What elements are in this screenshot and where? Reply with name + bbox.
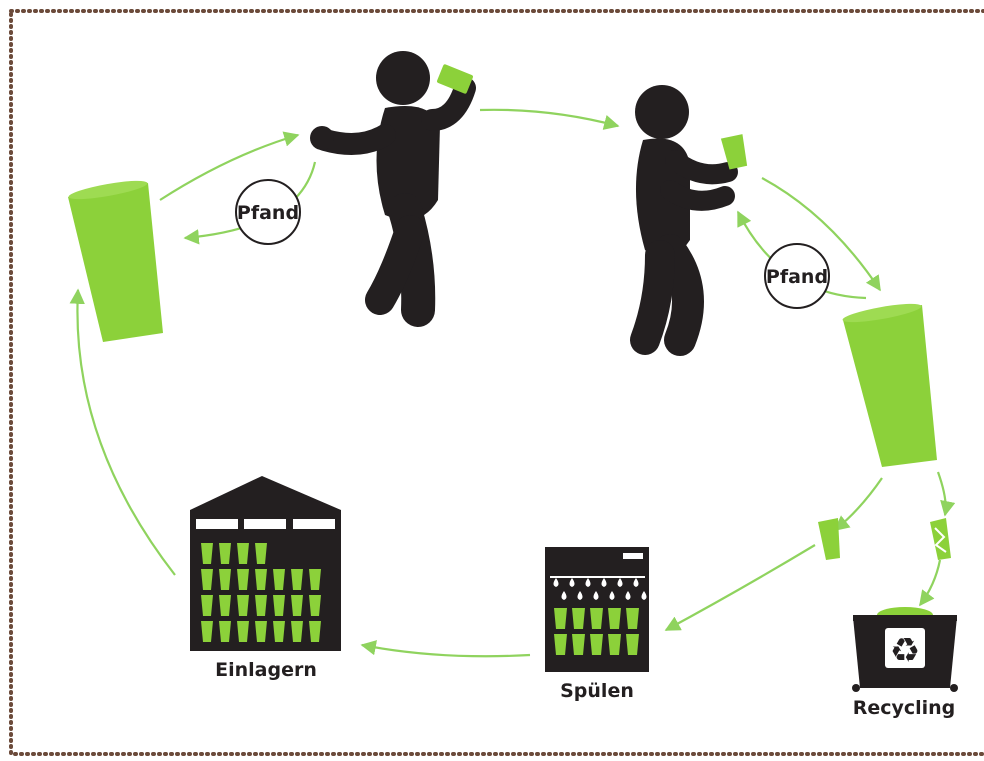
grid-cup bbox=[572, 608, 585, 629]
grid-cup bbox=[291, 595, 303, 616]
grid-cup bbox=[608, 634, 621, 655]
spuelen-label: Spülen bbox=[560, 680, 634, 702]
water-drop bbox=[577, 591, 583, 600]
warehouse-icon bbox=[190, 476, 341, 651]
arrow-holder-to-return-cup bbox=[761, 177, 881, 292]
arrow-drinker-to-holder bbox=[479, 108, 620, 130]
grid-cup bbox=[201, 543, 213, 564]
dotted-border bbox=[9, 9, 984, 756]
arrow-spuelen-to-einlagern bbox=[360, 640, 531, 658]
grid-cup bbox=[572, 634, 585, 655]
grid-cup bbox=[219, 595, 231, 616]
recycling-label: Recycling bbox=[853, 697, 956, 719]
drinking-person-icon bbox=[310, 51, 476, 327]
svg-text:♻: ♻ bbox=[890, 631, 920, 671]
cup-in-hand-left bbox=[437, 64, 473, 94]
grid-cup bbox=[219, 569, 231, 590]
grid-cup bbox=[590, 634, 603, 655]
arrow-cup-to-small-cup bbox=[833, 477, 883, 531]
pfand-badge-left: Pfand bbox=[235, 179, 301, 245]
grid-cup bbox=[309, 569, 321, 590]
arrow-broken-to-recycling bbox=[919, 559, 942, 607]
grid-cup bbox=[237, 621, 249, 642]
grid-cup bbox=[626, 634, 639, 655]
grid-cup bbox=[590, 608, 603, 629]
broken-cup-icon bbox=[930, 518, 951, 560]
return-cup-icon bbox=[842, 303, 937, 467]
recycle-symbol-icon: ♻ bbox=[885, 628, 925, 671]
grid-cup bbox=[255, 543, 267, 564]
water-drop bbox=[569, 578, 575, 587]
grid-cup bbox=[291, 569, 303, 590]
water-drop bbox=[617, 578, 623, 587]
water-drop bbox=[553, 578, 559, 587]
einlagern-label: Einlagern bbox=[215, 659, 317, 681]
grid-cup bbox=[237, 595, 249, 616]
pfand-left-label: Pfand bbox=[237, 202, 299, 224]
cycle-arrows bbox=[69, 108, 956, 658]
cup-in-hand-right bbox=[720, 134, 748, 170]
recycling-bin-icon: ♻ bbox=[852, 607, 958, 692]
grid-cup bbox=[201, 621, 213, 642]
grid-cup bbox=[255, 569, 267, 590]
grid-cup bbox=[626, 608, 639, 629]
grid-cup bbox=[255, 595, 267, 616]
small-cup-icon bbox=[818, 518, 840, 560]
grid-cup bbox=[273, 621, 285, 642]
grid-cup bbox=[201, 595, 213, 616]
grid-cup bbox=[554, 634, 567, 655]
pfand-right-label: Pfand bbox=[766, 266, 828, 288]
arrow-small-cup-to-spuelen bbox=[664, 544, 816, 631]
water-drop bbox=[633, 578, 639, 587]
holding-person-icon bbox=[630, 85, 738, 356]
arrow-cup-to-drinker bbox=[159, 131, 300, 201]
water-drop bbox=[593, 591, 599, 600]
water-drop bbox=[625, 591, 631, 600]
dishwasher-icon bbox=[545, 547, 649, 672]
grid-cup bbox=[201, 569, 213, 590]
arrow-einlagern-to-cup bbox=[69, 288, 176, 576]
grid-cup bbox=[237, 543, 249, 564]
cup-icon bbox=[68, 180, 163, 342]
grid-cup bbox=[219, 543, 231, 564]
grid-cup bbox=[237, 569, 249, 590]
grid-cup bbox=[255, 621, 267, 642]
grid-cup bbox=[219, 621, 231, 642]
grid-cup bbox=[273, 595, 285, 616]
grid-cup bbox=[554, 608, 567, 629]
water-drop bbox=[609, 591, 615, 600]
grid-cup bbox=[309, 595, 321, 616]
pfand-badge-right: Pfand bbox=[764, 243, 830, 309]
grid-cup bbox=[309, 621, 321, 642]
water-drop bbox=[585, 578, 591, 587]
water-drop bbox=[601, 578, 607, 587]
grid-cup bbox=[273, 569, 285, 590]
water-drop bbox=[641, 591, 647, 600]
water-drop bbox=[561, 591, 567, 600]
grid-cup bbox=[291, 621, 303, 642]
grid-cup bbox=[608, 608, 621, 629]
arrow-cup-to-broken-cup bbox=[936, 471, 956, 517]
